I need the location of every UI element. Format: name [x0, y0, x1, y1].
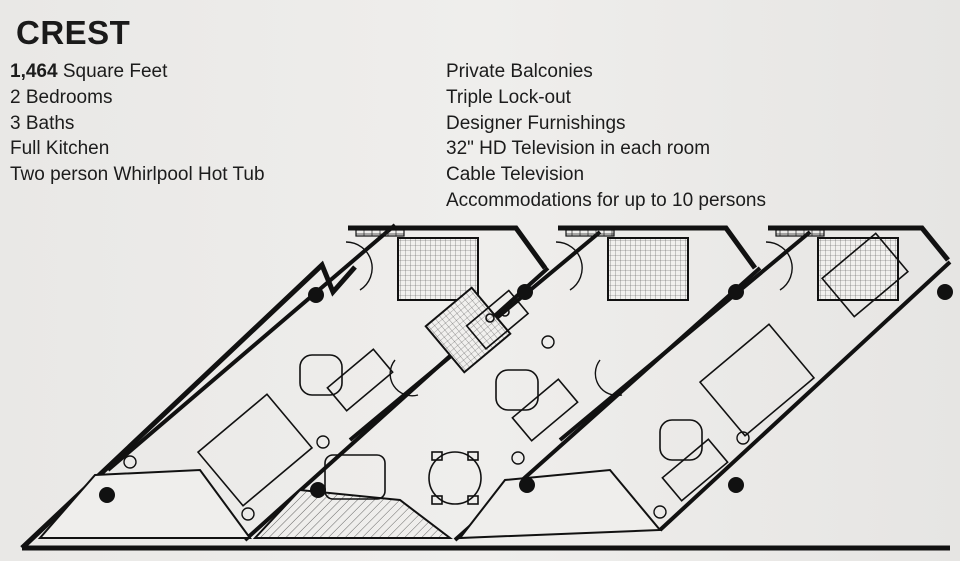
amenity-cable: Cable Television [446, 164, 585, 186]
area-value: 1,464 [10, 61, 58, 82]
amenities-list: Private Balconies Triple Lock-out Design… [446, 59, 766, 214]
doors [345, 241, 793, 397]
amenity-tv: 32" HD Television in each room [446, 138, 711, 160]
windows [355, 229, 825, 237]
beds [196, 232, 910, 507]
area-item: 1,464 Square Feet [10, 59, 265, 85]
amenity-balconies: Private Balconies [446, 61, 593, 82]
kitchen [465, 289, 530, 350]
bathrooms [397, 237, 899, 374]
fixtures [123, 335, 750, 521]
area-unit: Square Feet [62, 61, 168, 82]
bedrooms-item: 2 Bedrooms [10, 86, 113, 108]
hot-tub-item: Two person Whirlpool Hot Tub [10, 164, 265, 186]
exterior-walls [20, 225, 950, 551]
amenity-lockout: Triple Lock-out [446, 86, 571, 108]
tubs [299, 354, 703, 500]
unit-specs-list: 1,464 Square Feet 2 Bedrooms 3 Baths Ful… [10, 59, 265, 188]
kitchen-item: Full Kitchen [10, 138, 110, 160]
sofas [326, 348, 729, 502]
unit-title: CREST [16, 14, 131, 51]
amenity-furnishings: Designer Furnishings [446, 112, 626, 134]
amenity-capacity: Accommodations for up to 10 persons [446, 189, 767, 211]
balconies [37, 468, 663, 540]
baths-item: 3 Baths [10, 112, 75, 134]
column-markers [99, 284, 953, 503]
dining-table [428, 451, 482, 505]
